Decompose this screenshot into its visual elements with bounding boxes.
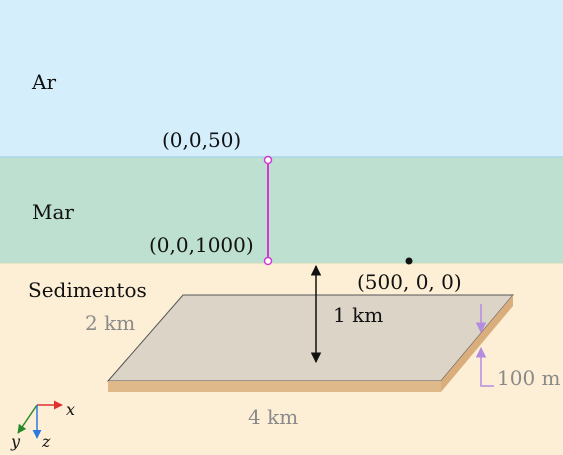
source-bottom-label: (0,0,1000) (149, 233, 254, 257)
slab-front-face (108, 381, 441, 392)
air-layer (0, 0, 563, 157)
sea-layer (0, 157, 563, 263)
y-axis-label: y (10, 432, 21, 451)
receiver-label: (500, 0, 0) (357, 270, 462, 294)
z-axis-label: z (41, 432, 51, 451)
source-top-point (263, 155, 273, 165)
thickness-arrow-up (475, 346, 494, 387)
sea-label: Mar (32, 200, 74, 224)
length-label: 4 km (248, 405, 298, 429)
air-label: Ar (31, 70, 56, 94)
slab-side-face (441, 295, 513, 392)
source-bottom-point (263, 256, 273, 266)
width-label: 2 km (85, 311, 135, 335)
thickness-label: 100 m (497, 366, 561, 390)
sediments-label: Sedimentos (28, 278, 147, 302)
receiver-point (405, 257, 413, 265)
y-axis-arrow (17, 404, 38, 434)
x-axis-label: x (66, 400, 75, 419)
source-top-label: (0,0,50) (162, 128, 241, 152)
depth-label: 1 km (333, 303, 383, 327)
